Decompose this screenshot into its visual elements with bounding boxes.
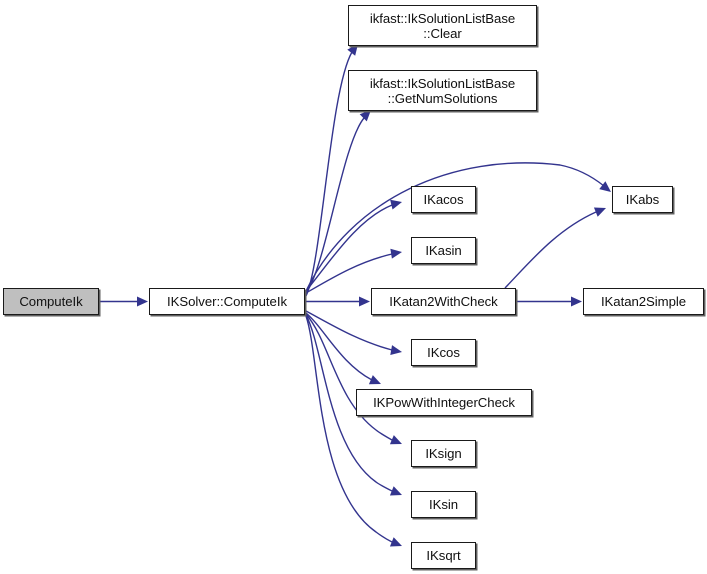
node-label-ikpowwithintegercheck: IKPowWithIntegerCheck: [373, 395, 515, 410]
edge-iksolver-computeik-to-ikfast-clear: [305, 51, 353, 297]
arrowhead-iksolver-computeik-to-ikcos: [390, 345, 402, 356]
node-label-iksin: IKsin: [428, 497, 459, 512]
node-ikatan2simple[interactable]: IKatan2Simple: [583, 288, 704, 315]
node-label-iksqrt: IKsqrt: [426, 548, 461, 563]
node-iksin[interactable]: IKsin: [411, 491, 476, 518]
node-label-ikasin: IKasin: [425, 243, 462, 258]
node-label-ikcos: IKcos: [427, 345, 460, 360]
node-ikabs[interactable]: IKabs: [612, 186, 673, 213]
arrowhead-iksolver-computeik-to-ikasin: [390, 248, 402, 259]
arrowhead-ikatan2withcheck-to-ikabs: [593, 207, 606, 217]
node-ikfast-clear[interactable]: ikfast::IkSolutionListBase ::Clear: [348, 5, 537, 46]
edge-iksolver-computeik-to-ikacos: [305, 204, 393, 292]
node-ikacos[interactable]: IKacos: [411, 186, 476, 213]
node-ikatan2withcheck[interactable]: IKatan2WithCheck: [371, 288, 516, 315]
edge-iksolver-computeik-to-ikabs: [305, 162, 605, 292]
arrowhead-iksolver-computeik-to-iksqrt: [389, 537, 402, 547]
edge-iksolver-computeik-to-ikpowwithintegercheck: [305, 312, 373, 381]
arrowhead-ikatan2withcheck-to-ikatan2simple: [571, 296, 582, 307]
node-label-ikabs: IKabs: [625, 192, 660, 207]
node-iksqrt[interactable]: IKsqrt: [411, 542, 476, 569]
node-label-ikatan2simple: IKatan2Simple: [600, 294, 687, 309]
node-label-ikfast-getnumsolutions: ikfast::IkSolutionListBase ::GetNumSolut…: [369, 75, 516, 106]
node-label-ikfast-clear: ikfast::IkSolutionListBase ::Clear: [369, 10, 516, 41]
node-ikcos[interactable]: IKcos: [411, 339, 476, 366]
arrowhead-iksolver-computeik-to-ikacos: [390, 199, 402, 210]
arrowhead-iksolver-computeik-to-iksign: [389, 435, 402, 445]
node-label-computeik: ComputeIk: [19, 294, 83, 309]
arrowhead-iksolver-computeik-to-ikfast-clear: [347, 44, 358, 56]
node-ikasin[interactable]: IKasin: [411, 237, 476, 264]
edge-iksolver-computeik-to-ikcos: [305, 310, 393, 351]
arrowhead-iksolver-computeik-to-ikpowwithintegercheck: [368, 375, 381, 385]
edge-iksolver-computeik-to-ikasin: [305, 253, 393, 294]
node-ikpowwithintegercheck[interactable]: IKPowWithIntegerCheck: [356, 389, 532, 416]
edge-ikatan2withcheck-to-ikabs: [504, 211, 597, 289]
edge-iksolver-computeik-to-iksin: [305, 314, 393, 492]
edge-iksolver-computeik-to-ikfast-getnumsolutions: [305, 117, 365, 294]
node-label-ikacos: IKacos: [423, 192, 464, 207]
arrowhead-computeik-to-iksolver-computeik: [137, 296, 148, 307]
node-label-iksolver-computeik: IKSolver::ComputeIk: [167, 294, 287, 309]
arrowhead-iksolver-computeik-to-ikfast-getnumsolutions: [359, 110, 371, 122]
edge-iksolver-computeik-to-iksign: [305, 313, 393, 441]
arrowhead-iksolver-computeik-to-iksin: [389, 486, 402, 496]
arrowhead-iksolver-computeik-to-ikabs: [599, 181, 611, 192]
node-iksolver-computeik[interactable]: IKSolver::ComputeIk: [149, 288, 305, 315]
edge-iksolver-computeik-to-iksqrt: [305, 315, 393, 543]
node-iksign[interactable]: IKsign: [411, 440, 476, 467]
arrowhead-iksolver-computeik-to-ikatan2withcheck: [359, 296, 370, 307]
node-ikfast-getnumsolutions[interactable]: ikfast::IkSolutionListBase ::GetNumSolut…: [348, 70, 537, 111]
node-computeik[interactable]: ComputeIk: [3, 288, 99, 315]
node-label-ikatan2withcheck: IKatan2WithCheck: [389, 294, 498, 309]
node-label-iksign: IKsign: [425, 446, 462, 461]
